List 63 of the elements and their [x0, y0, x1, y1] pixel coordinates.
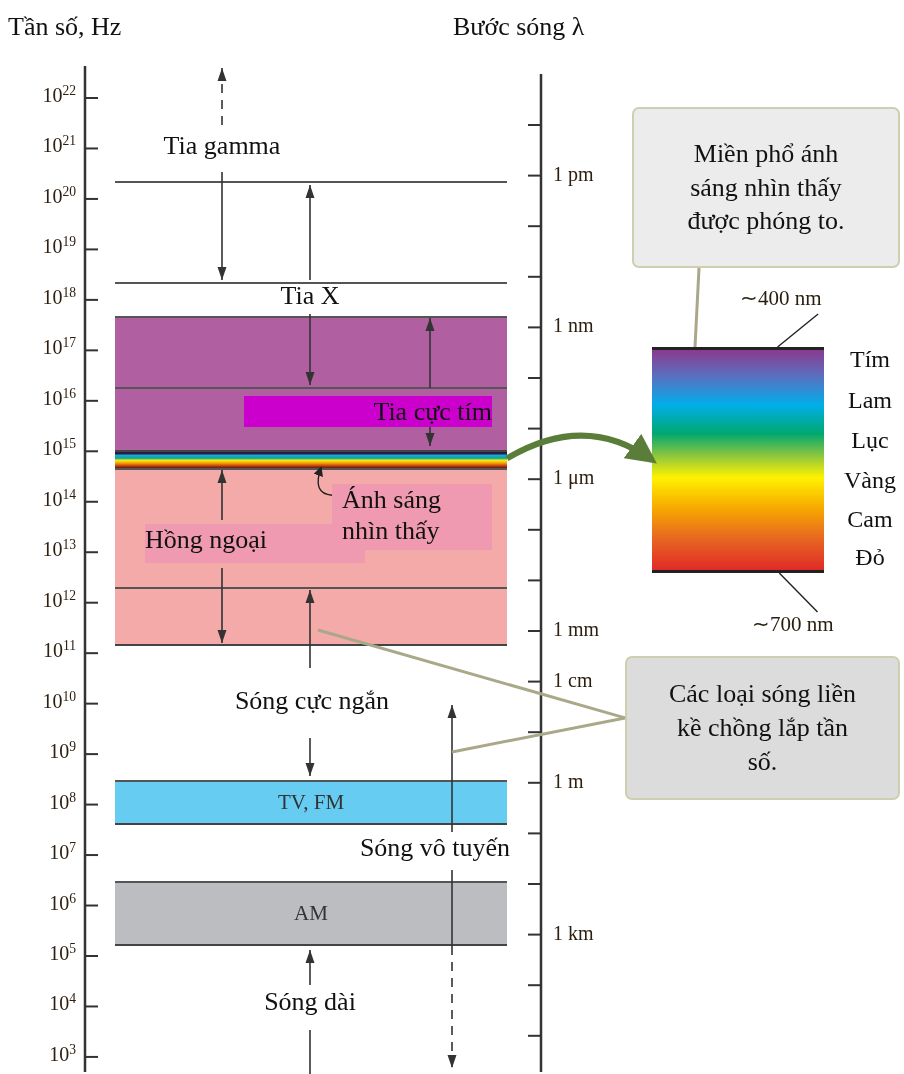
frequency-tick-label: 10$^{3}$ — [49, 1042, 76, 1066]
frequency-tick-label: 10$^{7}$ — [49, 841, 76, 865]
frequency-band — [115, 468, 507, 646]
color-name: Lục — [851, 427, 889, 455]
callout-box — [632, 107, 900, 268]
leader-line — [317, 628, 626, 720]
wave-type-label: Sóng vô tuyến — [359, 833, 511, 863]
callout-box — [625, 656, 900, 800]
frequency-tick-label: 10$^{15}$ — [42, 437, 76, 461]
frequency-tick-label: 10$^{16}$ — [42, 386, 76, 410]
frequency-tick-label: 10$^{14}$ — [42, 487, 76, 511]
frequency-tick-label: 10$^{12}$ — [42, 588, 76, 612]
frequency-tick-label: 10$^{18}$ — [42, 285, 76, 309]
visible-spectrum-bar — [652, 347, 824, 573]
frequency-tick-label: 10$^{9}$ — [49, 740, 76, 764]
wavelength-label: ∼400 nm — [740, 286, 822, 310]
color-name: Lam — [848, 387, 892, 415]
wavelength-label: ∼700 nm — [752, 612, 834, 636]
axis-title: Bước sóng λ — [453, 12, 585, 42]
frequency-tick-label: 10$^{19}$ — [42, 235, 76, 259]
frequency-tick-label: 10$^{13}$ — [42, 538, 76, 562]
frequency-tick-label: 10$^{11}$ — [42, 639, 76, 663]
callout-text: Miền phổ ánh sáng nhìn thấy được phóng to. — [686, 137, 846, 238]
frequency-tick-label: 10$^{4}$ — [49, 992, 76, 1016]
color-name: Cam — [847, 506, 893, 534]
band-name: Ánh sáng nhìn thấy — [332, 484, 492, 550]
frequency-tick-label: 10$^{6}$ — [49, 891, 76, 915]
leader-line — [693, 267, 701, 348]
wavelength-tick-label: 1 m — [553, 769, 584, 793]
wave-type-label: Sóng dài — [264, 987, 356, 1017]
frequency-band — [115, 881, 507, 946]
leader-line — [451, 716, 626, 754]
band-name: TV, FM — [277, 790, 345, 815]
wavelength-tick-label: 1 μm — [553, 466, 595, 490]
arrow — [313, 466, 333, 496]
frequency-tick-label: 10$^{22}$ — [42, 84, 76, 107]
axis-title: Tần số, Hz — [8, 12, 122, 42]
frequency-tick-label: 10$^{20}$ — [42, 184, 76, 208]
frequency-tick-label: 10$^{17}$ — [42, 336, 76, 360]
leader-line — [776, 313, 819, 348]
wavelength-tick-label: 1 pm — [553, 162, 594, 186]
frequency-tick-label: 10$^{21}$ — [42, 134, 76, 158]
color-name: Tím — [850, 346, 890, 374]
color-name: Vàng — [844, 467, 896, 495]
band-name: Tia cực tím — [244, 396, 492, 428]
band-name: AM — [294, 901, 328, 926]
color-name: Đỏ — [855, 544, 885, 572]
frequency-band — [115, 316, 507, 452]
wave-type-label: Sóng cực ngắn — [234, 686, 390, 716]
frequency-band — [115, 780, 507, 825]
curved-arrow — [505, 432, 657, 464]
wave-type-label: Tia gamma — [163, 131, 281, 161]
frequency-tick-label: 10$^{10}$ — [42, 689, 76, 713]
wavelength-tick-label: 1 cm — [553, 668, 593, 692]
visible-light-band — [115, 452, 507, 468]
callout-text: Các loại sóng liền kề chồng lắp tần số. — [668, 678, 857, 778]
frequency-tick-label: 10$^{5}$ — [49, 942, 76, 965]
wavelength-tick-label: 1 mm — [553, 618, 600, 641]
wave-type-label: Tia X — [280, 281, 340, 311]
frequency-tick-label: 10$^{8}$ — [49, 790, 76, 814]
wavelength-tick-label: 1 km — [553, 921, 594, 945]
wavelength-tick-label: 1 nm — [553, 314, 594, 338]
leader-line — [778, 572, 819, 613]
